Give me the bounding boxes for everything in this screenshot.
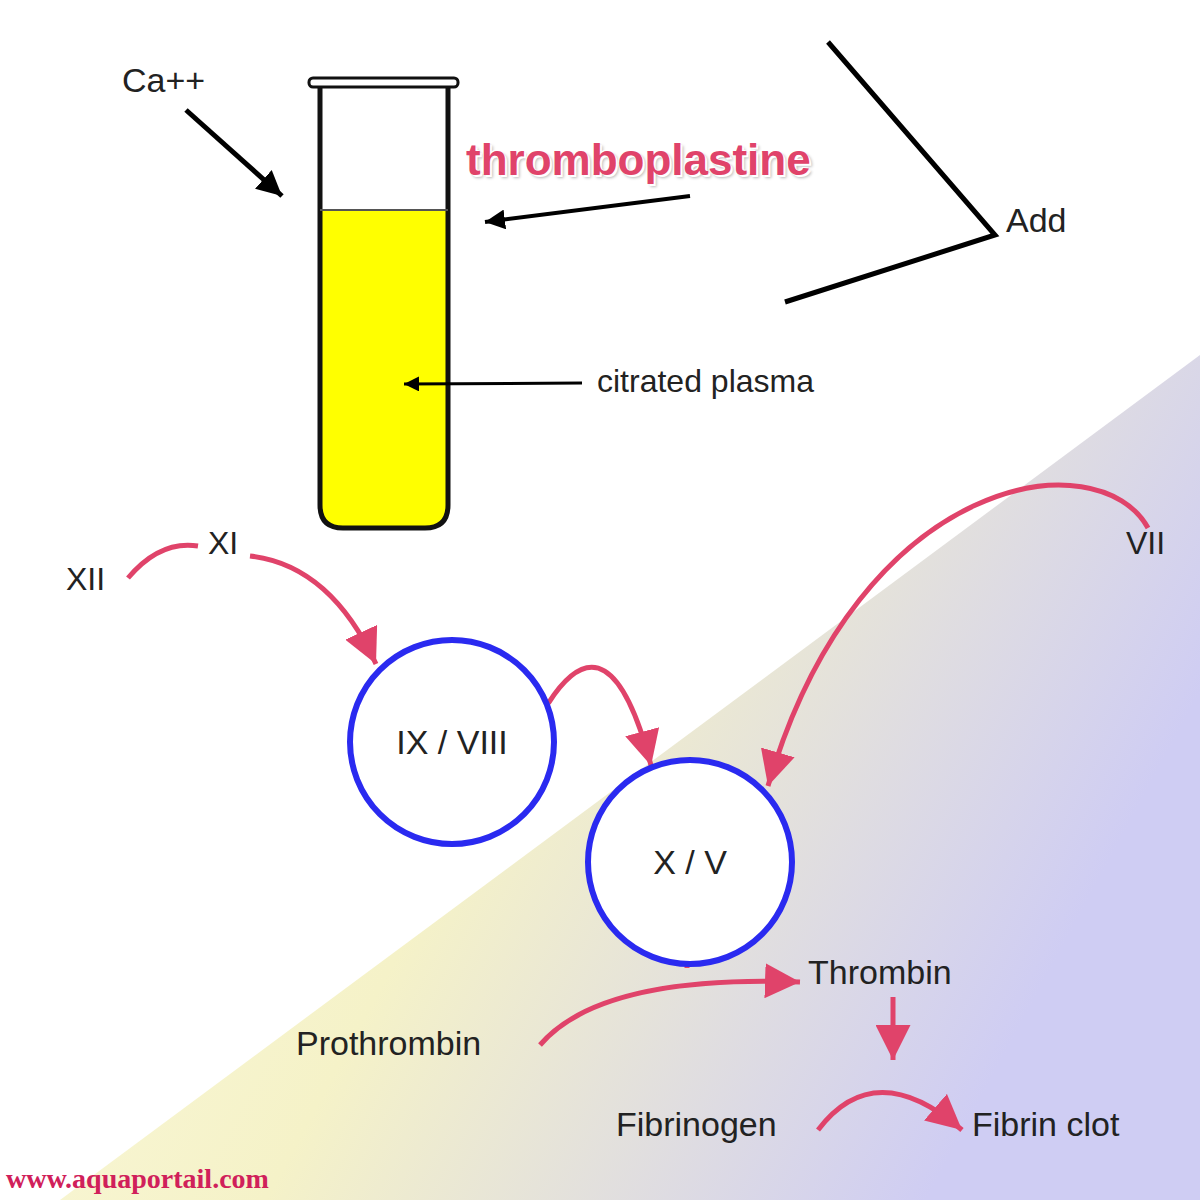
product-label: Thrombin: [808, 954, 952, 991]
cascade-arrow: [818, 1093, 962, 1131]
factor-label: XII: [66, 562, 105, 597]
plasma: [320, 210, 448, 528]
reagent-label: thromboplastine: [466, 136, 811, 184]
factor-text: IX / VIII: [396, 723, 507, 762]
substrate-label: Prothrombin: [296, 1025, 481, 1062]
add-bracket: [785, 42, 995, 302]
factor-label: VII: [1126, 526, 1165, 561]
factor-label: XI: [208, 526, 238, 561]
factor-circle: X / V: [585, 757, 795, 967]
calcium-arrow: [186, 110, 282, 196]
cascade-connector: [548, 667, 651, 765]
factor-text: X / V: [653, 843, 727, 882]
callout-label: citrated plasma: [597, 364, 814, 399]
factor-circle: IX / VIII: [347, 637, 557, 847]
plasma-surface: [320, 209, 448, 211]
thromboplastine-arrow: [485, 196, 690, 222]
reagent-label: Ca++: [122, 62, 205, 99]
cascade-arrow: [250, 556, 376, 664]
cascade-arrow: [540, 981, 800, 1045]
cascade-arrow: [891, 997, 896, 1060]
product-label: Fibrin clot: [972, 1106, 1119, 1143]
test-tube: [320, 86, 448, 528]
substrate-label: Fibrinogen: [616, 1106, 777, 1143]
tube-rim: [309, 78, 458, 87]
cascade-arrow: [128, 545, 198, 578]
instruction-label: Add: [1006, 202, 1067, 239]
watermark: www.aquaportail.com: [6, 1164, 269, 1195]
background-band: [60, 355, 1200, 1200]
plasma-leader: [404, 383, 582, 384]
cascade-arrow: [768, 485, 1148, 786]
